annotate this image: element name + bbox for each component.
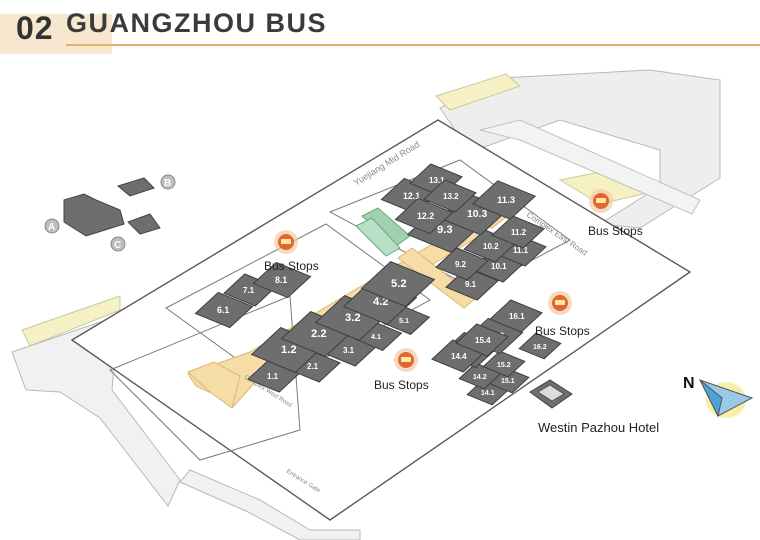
green-area-2 xyxy=(355,217,401,257)
hall-label: 11.1 xyxy=(513,246,529,255)
halls-layer: 1.1 2.1 3.1 4.1 5.1 1.2 2.2 3.2 4.25.2 6.1 7.1 8.1 9… xyxy=(194,163,562,406)
hall-label: 10.1 xyxy=(491,262,507,271)
hall-8-1[interactable]: 8.1 xyxy=(252,261,312,299)
hall-label: 11.2 xyxy=(511,228,527,237)
title-underline xyxy=(66,44,760,46)
hall-label: 9.1 xyxy=(465,280,477,289)
hall-6-1[interactable]: 6.1 xyxy=(194,291,254,329)
bus-stop-label-3: Bus Stops xyxy=(535,324,590,338)
road-band-north xyxy=(439,69,721,229)
hall-12-2[interactable]: 12.2 xyxy=(394,197,454,235)
page-title: GUANGZHOU BUS xyxy=(66,8,327,38)
hall-label: 9.3 xyxy=(437,224,453,236)
hall-label: 10.3 xyxy=(467,209,487,220)
hall-label: 14.4 xyxy=(451,352,467,361)
hall-label: 2.2 xyxy=(311,328,327,340)
hall-label: 15.1 xyxy=(501,378,515,385)
hall-label: 5.2 xyxy=(391,278,407,290)
hall-label: 4.2 xyxy=(373,296,389,308)
road-band-south xyxy=(179,469,361,540)
hall-label: 1.1 xyxy=(267,372,279,381)
hotel-building[interactable] xyxy=(529,379,573,409)
compass-icon xyxy=(699,379,754,418)
bus-stop-label-1: Bus Stops xyxy=(264,259,319,273)
bus-stop-marker-1[interactable] xyxy=(274,230,298,254)
hall-label: 13.2 xyxy=(443,192,459,201)
hall-15-2[interactable]: 15.2 xyxy=(482,350,526,378)
gate-b-label: B xyxy=(164,178,171,189)
hotel-label: Westin Pazhou Hotel xyxy=(538,420,659,435)
road-band-east xyxy=(479,119,701,215)
gate-area: A B C xyxy=(44,174,176,252)
hall-label: 9.2 xyxy=(455,260,467,269)
gate-a-marker xyxy=(44,218,60,234)
section-number-block xyxy=(0,14,112,54)
hall-label: 15.2 xyxy=(497,362,511,369)
hall-label: 8.1 xyxy=(275,275,287,285)
section-number: 02 xyxy=(16,10,54,46)
bus-stop-label-4: Bus Stops xyxy=(374,378,429,392)
hall-label: 3.2 xyxy=(345,312,361,324)
hall-label: 12.2 xyxy=(417,211,434,221)
hall-label: 3.1 xyxy=(343,346,355,355)
hall-label: 14.1 xyxy=(481,390,495,397)
hall-label: 16.2 xyxy=(533,344,547,351)
gate-a-label: A xyxy=(48,222,55,233)
hall-16-2[interactable]: 16.2 xyxy=(518,332,562,360)
hall-5-2[interactable]: 5.2 xyxy=(360,261,436,307)
hall-label: 12.1 xyxy=(403,191,420,201)
hall-label: 10.2 xyxy=(483,242,499,251)
venue-map: Yuejiang Mid Road Complex East Road Comp… xyxy=(11,69,754,540)
road-band-west xyxy=(21,295,121,347)
road-band-north-yellow xyxy=(435,73,521,111)
page-header: 02 GUANGZHOU BUS xyxy=(0,0,760,56)
hall-16-1[interactable]: 16.1 xyxy=(489,299,543,333)
gate-b-marker xyxy=(160,174,176,190)
hall-label: 11.3 xyxy=(497,195,515,206)
hall-label: 2.1 xyxy=(307,362,319,371)
hall-13-2[interactable]: 13.2 xyxy=(423,179,477,213)
hall-label: 6.1 xyxy=(217,305,229,315)
bus-stop-marker-4[interactable] xyxy=(394,348,418,372)
hall-label: 14.2 xyxy=(473,374,487,381)
gate-c-label: C xyxy=(114,240,121,251)
hall-label: 7.1 xyxy=(243,286,255,295)
hall-label: 1.2 xyxy=(281,344,297,356)
bus-stop-marker-3[interactable] xyxy=(548,291,572,315)
bus-stop-label-2: Bus Stops xyxy=(588,224,643,238)
hall-label: 4.1 xyxy=(371,332,381,341)
walkway-head xyxy=(187,361,241,409)
gate-c-marker xyxy=(110,236,126,252)
hall-9-2[interactable]: 9.2 xyxy=(435,247,489,281)
hall-11-2[interactable]: 11.2 xyxy=(491,215,545,249)
hall-label: 5.1 xyxy=(399,316,409,325)
hall-15-4[interactable]: 15.4 xyxy=(455,323,509,357)
bus-stop-marker-2[interactable] xyxy=(589,189,613,213)
hall-label: 16.1 xyxy=(509,312,525,321)
hall-11-3[interactable]: 11.3 xyxy=(471,180,537,220)
hall-label: 13.1 xyxy=(429,176,445,185)
hall-label: 15.4 xyxy=(475,336,491,345)
compass-north-label: N xyxy=(683,375,695,392)
